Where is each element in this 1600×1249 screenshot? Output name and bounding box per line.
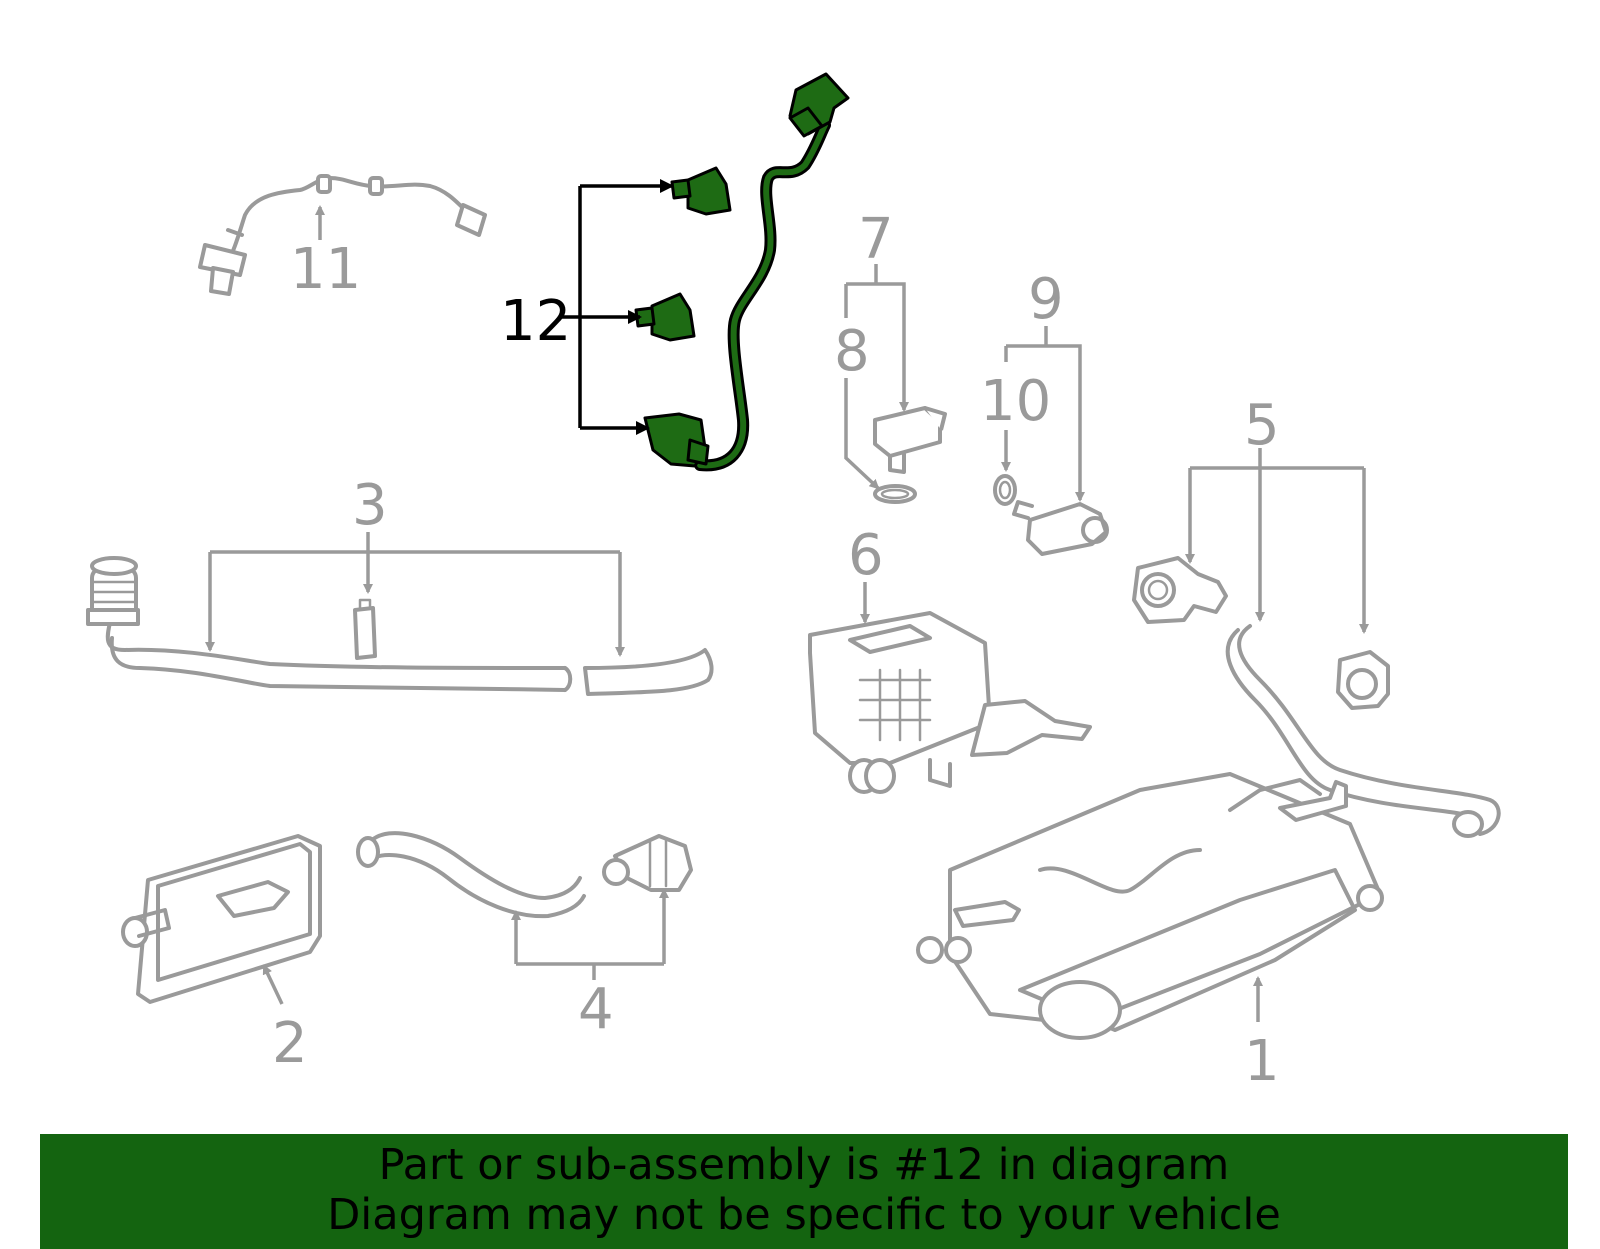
leader-7	[846, 282, 909, 412]
callout-4: 4	[578, 977, 614, 1042]
info-banner: Part or sub-assembly is #12 in diagram D…	[40, 1134, 1568, 1249]
leader-8	[844, 378, 880, 490]
callout-2: 2	[272, 1011, 308, 1076]
callout-6: 6	[848, 523, 884, 588]
part-5-connector-set	[1132, 556, 1501, 838]
leader-2	[262, 964, 284, 1005]
callout-11: 11	[290, 237, 361, 302]
callout-5: 5	[1244, 393, 1280, 458]
callout-1: 1	[1244, 1029, 1280, 1094]
part-7-pressure-sensor	[873, 406, 947, 474]
part-10-o-ring	[993, 474, 1017, 506]
part-1-charcoal-canister	[916, 772, 1384, 1040]
part-6-canister-module	[808, 611, 1092, 794]
callout-9: 9	[1028, 267, 1064, 332]
part-11-oxygen-sensor	[198, 174, 487, 296]
banner-line-1: Part or sub-assembly is #12 in diagram	[378, 1140, 1230, 1190]
part-12-oxygen-sensor-assembly	[634, 72, 850, 472]
callout-10: 10	[980, 369, 1051, 434]
part-8-o-ring	[873, 484, 917, 504]
part-2-filter	[121, 834, 322, 1004]
banner-line-2: Diagram may not be specific to your vehi…	[327, 1190, 1281, 1240]
part-3-hose-set	[86, 556, 714, 696]
callout-12: 12	[500, 289, 571, 354]
part-4-hose-connector	[356, 831, 693, 919]
callout-3: 3	[352, 473, 388, 538]
callout-7: 7	[858, 207, 894, 272]
callout-8: 8	[834, 319, 870, 384]
part-9-sensor	[1012, 500, 1109, 556]
leader-9	[1006, 344, 1085, 502]
